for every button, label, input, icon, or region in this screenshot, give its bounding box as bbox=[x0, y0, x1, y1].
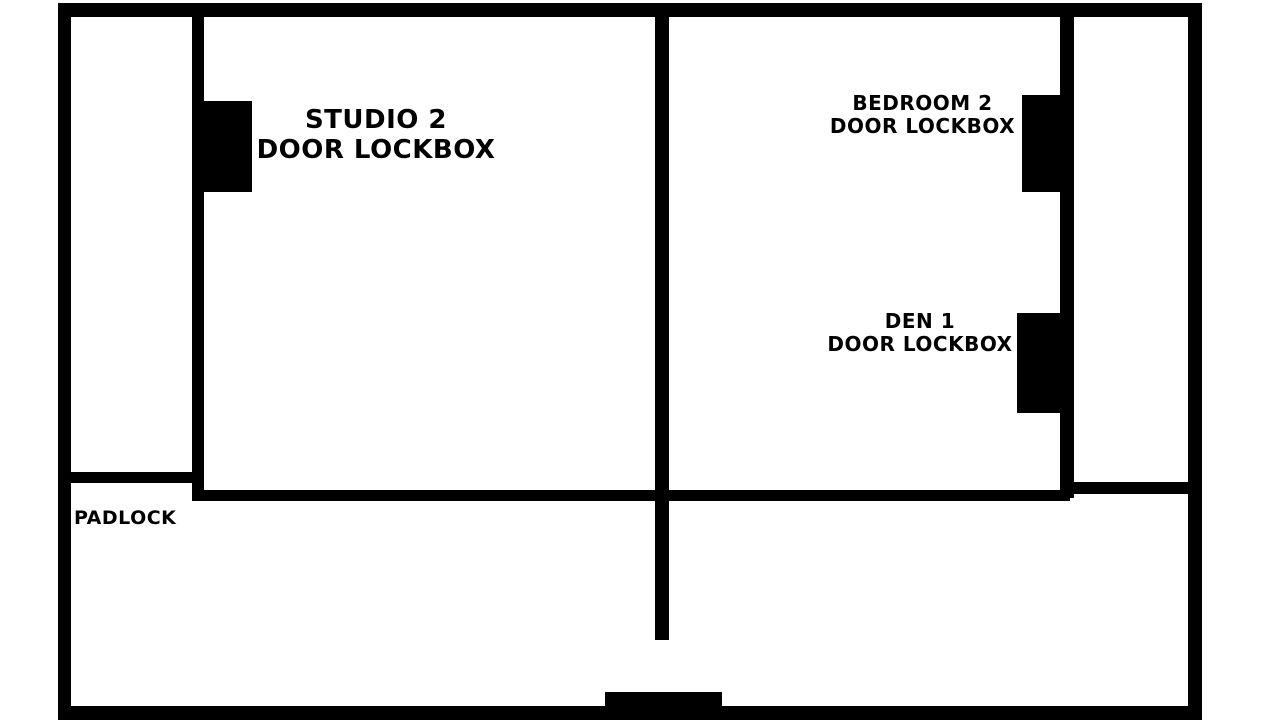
padlock-label: PADLOCK bbox=[74, 507, 177, 529]
bedroom-label-line1: Bedroom 2 bbox=[852, 91, 993, 115]
rooms-bottom-wall bbox=[192, 490, 1070, 501]
outer-wall-bottom bbox=[58, 706, 1202, 720]
outer-wall-left bbox=[58, 3, 71, 720]
studio-lockbox bbox=[198, 101, 252, 192]
bedroom-lockbox bbox=[1022, 95, 1066, 192]
padlock-closet-wall bbox=[68, 472, 200, 483]
studio-label-line2: DOOR LOCKBOX bbox=[256, 134, 496, 165]
outer-wall-right bbox=[1188, 3, 1202, 720]
bedroom-lockbox-label: Bedroom 2 DOOR LOCKBOX bbox=[820, 92, 1025, 138]
den-label-line1: Den 1 bbox=[884, 309, 956, 333]
right-closet-wall bbox=[1068, 482, 1192, 494]
entry-door-mat bbox=[605, 692, 722, 710]
den-label-line2: DOOR LOCKBOX bbox=[827, 332, 1013, 356]
den-lockbox-label: Den 1 DOOR LOCKBOX bbox=[820, 310, 1020, 356]
lockboxes bbox=[198, 95, 1066, 710]
outer-wall-top bbox=[58, 3, 1202, 17]
studio-lockbox-label: STUDIO 2 DOOR LOCKBOX bbox=[256, 105, 496, 166]
den-lockbox bbox=[1017, 313, 1066, 413]
studio-label-line1: STUDIO 2 bbox=[304, 105, 448, 135]
studio-left-wall bbox=[192, 14, 204, 498]
bedroom-label-line2: DOOR LOCKBOX bbox=[829, 114, 1016, 138]
bedroom-right-wall bbox=[1060, 14, 1074, 498]
center-wall bbox=[655, 14, 669, 640]
